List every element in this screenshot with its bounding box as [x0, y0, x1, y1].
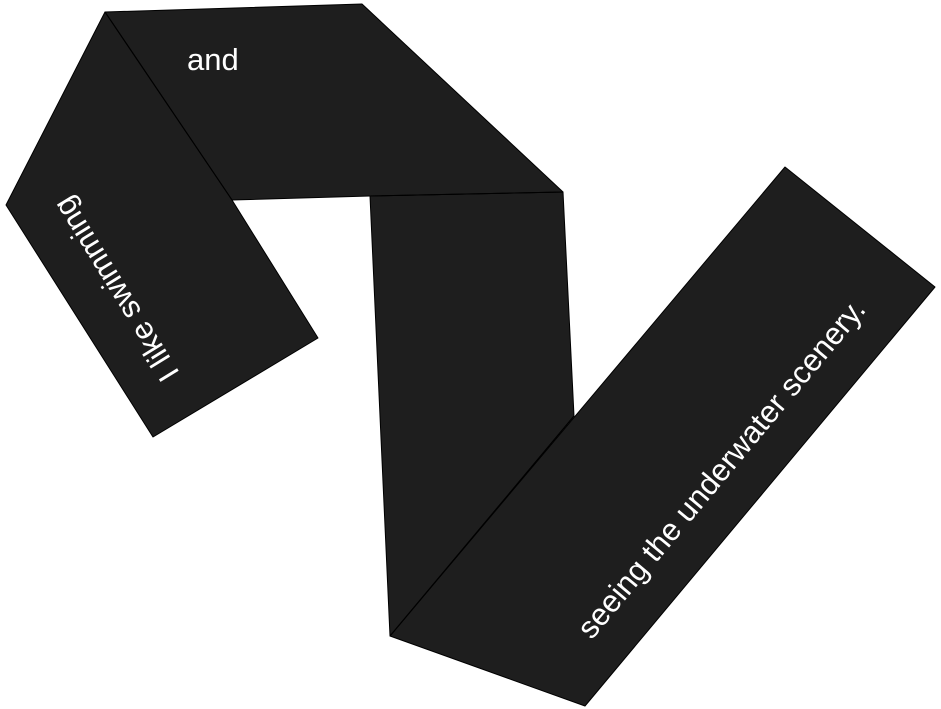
fold-crease [104, 11, 233, 201]
fold-crease [389, 415, 575, 637]
ribbon-segment-swimming [5, 11, 319, 438]
ribbon-text-and: and [187, 42, 239, 77]
ribbon-segment-seeing [389, 166, 936, 707]
fold-crease [369, 191, 564, 197]
